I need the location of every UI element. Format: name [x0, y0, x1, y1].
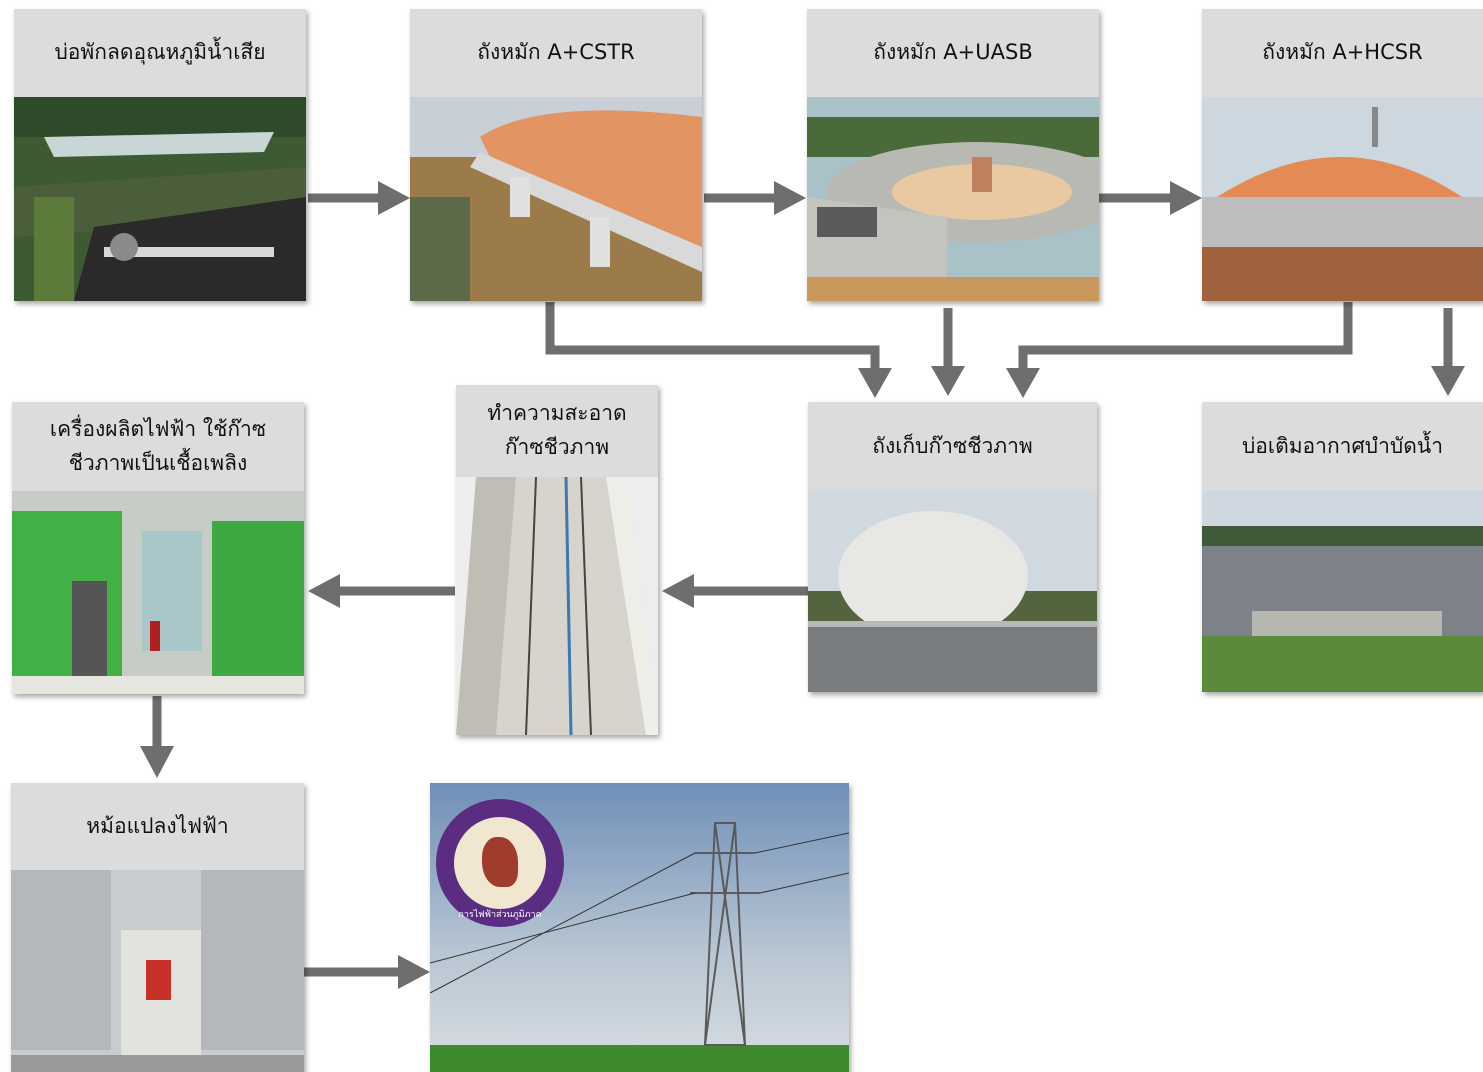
arrow-storage-to-cleaning	[662, 574, 808, 608]
node-transformer: หม้อแปลงไฟฟ้า	[11, 783, 304, 1072]
node-label: บ่อเติมอากาศบำบัดน้ำ	[1202, 402, 1483, 491]
photo-digester-cstr	[410, 97, 702, 301]
node-label: ถังหมัก A+HCSR	[1202, 9, 1483, 97]
arrow-pond-to-cstr	[308, 181, 410, 215]
photo-generator	[12, 491, 304, 694]
node-biogas-storage: ถังเก็บก๊าซชีวภาพ	[808, 402, 1097, 692]
arrow-uasb-to-hcsr	[1099, 181, 1202, 215]
pea-logo-text: การไฟฟ้าส่วนภูมิภาค	[458, 910, 542, 920]
pea-logo: การไฟฟ้าส่วนภูมิภาค	[436, 799, 564, 927]
node-label: หม้อแปลงไฟฟ้า	[11, 783, 304, 870]
arrow-transformer-to-grid	[304, 955, 430, 989]
node-digester-cstr: ถังหมัก A+CSTR	[410, 9, 702, 301]
photo-digester-uasb	[807, 97, 1099, 301]
map-icon	[482, 837, 518, 887]
node-generator: เครื่องผลิตไฟฟ้า ใช้ก๊าซชีวภาพเป็นเชื้อเ…	[12, 402, 304, 694]
node-cooling-pond: บ่อพักลดอุณหภูมิน้ำเสีย	[14, 9, 306, 301]
arrow-hcsr-to-aeration	[1431, 308, 1465, 396]
node-label: เครื่องผลิตไฟฟ้า ใช้ก๊าซชีวภาพเป็นเชื้อเ…	[12, 402, 304, 491]
arrow-generator-to-transformer	[140, 696, 174, 778]
photo-transformer	[11, 870, 304, 1072]
node-label: ถังหมัก A+CSTR	[410, 9, 702, 97]
photo-cooling-pond	[14, 97, 306, 301]
node-label: ถังหมัก A+UASB	[807, 9, 1099, 97]
node-digester-uasb: ถังหมัก A+UASB	[807, 9, 1099, 301]
photo-digester-hcsr	[1202, 97, 1483, 301]
node-aeration-pond: บ่อเติมอากาศบำบัดน้ำ	[1202, 402, 1483, 692]
photo-power-grid: การไฟฟ้าส่วนภูมิภาค	[430, 783, 849, 1072]
arrow-cstr-to-storage	[545, 302, 892, 398]
arrow-hcsr-to-storage	[1006, 302, 1353, 398]
arrow-uasb-to-storage	[931, 308, 965, 396]
arrow-cleaning-to-generator	[308, 574, 455, 608]
node-label: บ่อพักลดอุณหภูมิน้ำเสีย	[14, 9, 306, 97]
node-label: ถังเก็บก๊าซชีวภาพ	[808, 402, 1097, 491]
node-biogas-cleaning: ทำความสะอาด ก๊าซชีวภาพ	[456, 385, 658, 735]
node-label: ทำความสะอาด ก๊าซชีวภาพ	[456, 385, 658, 477]
photo-biogas-storage	[808, 491, 1097, 692]
photo-biogas-cleaning	[456, 477, 658, 735]
node-digester-hcsr: ถังหมัก A+HCSR	[1202, 9, 1483, 301]
pea-logo-inner	[454, 817, 546, 909]
arrow-cstr-to-uasb	[704, 181, 806, 215]
photo-aeration-pond	[1202, 491, 1483, 692]
